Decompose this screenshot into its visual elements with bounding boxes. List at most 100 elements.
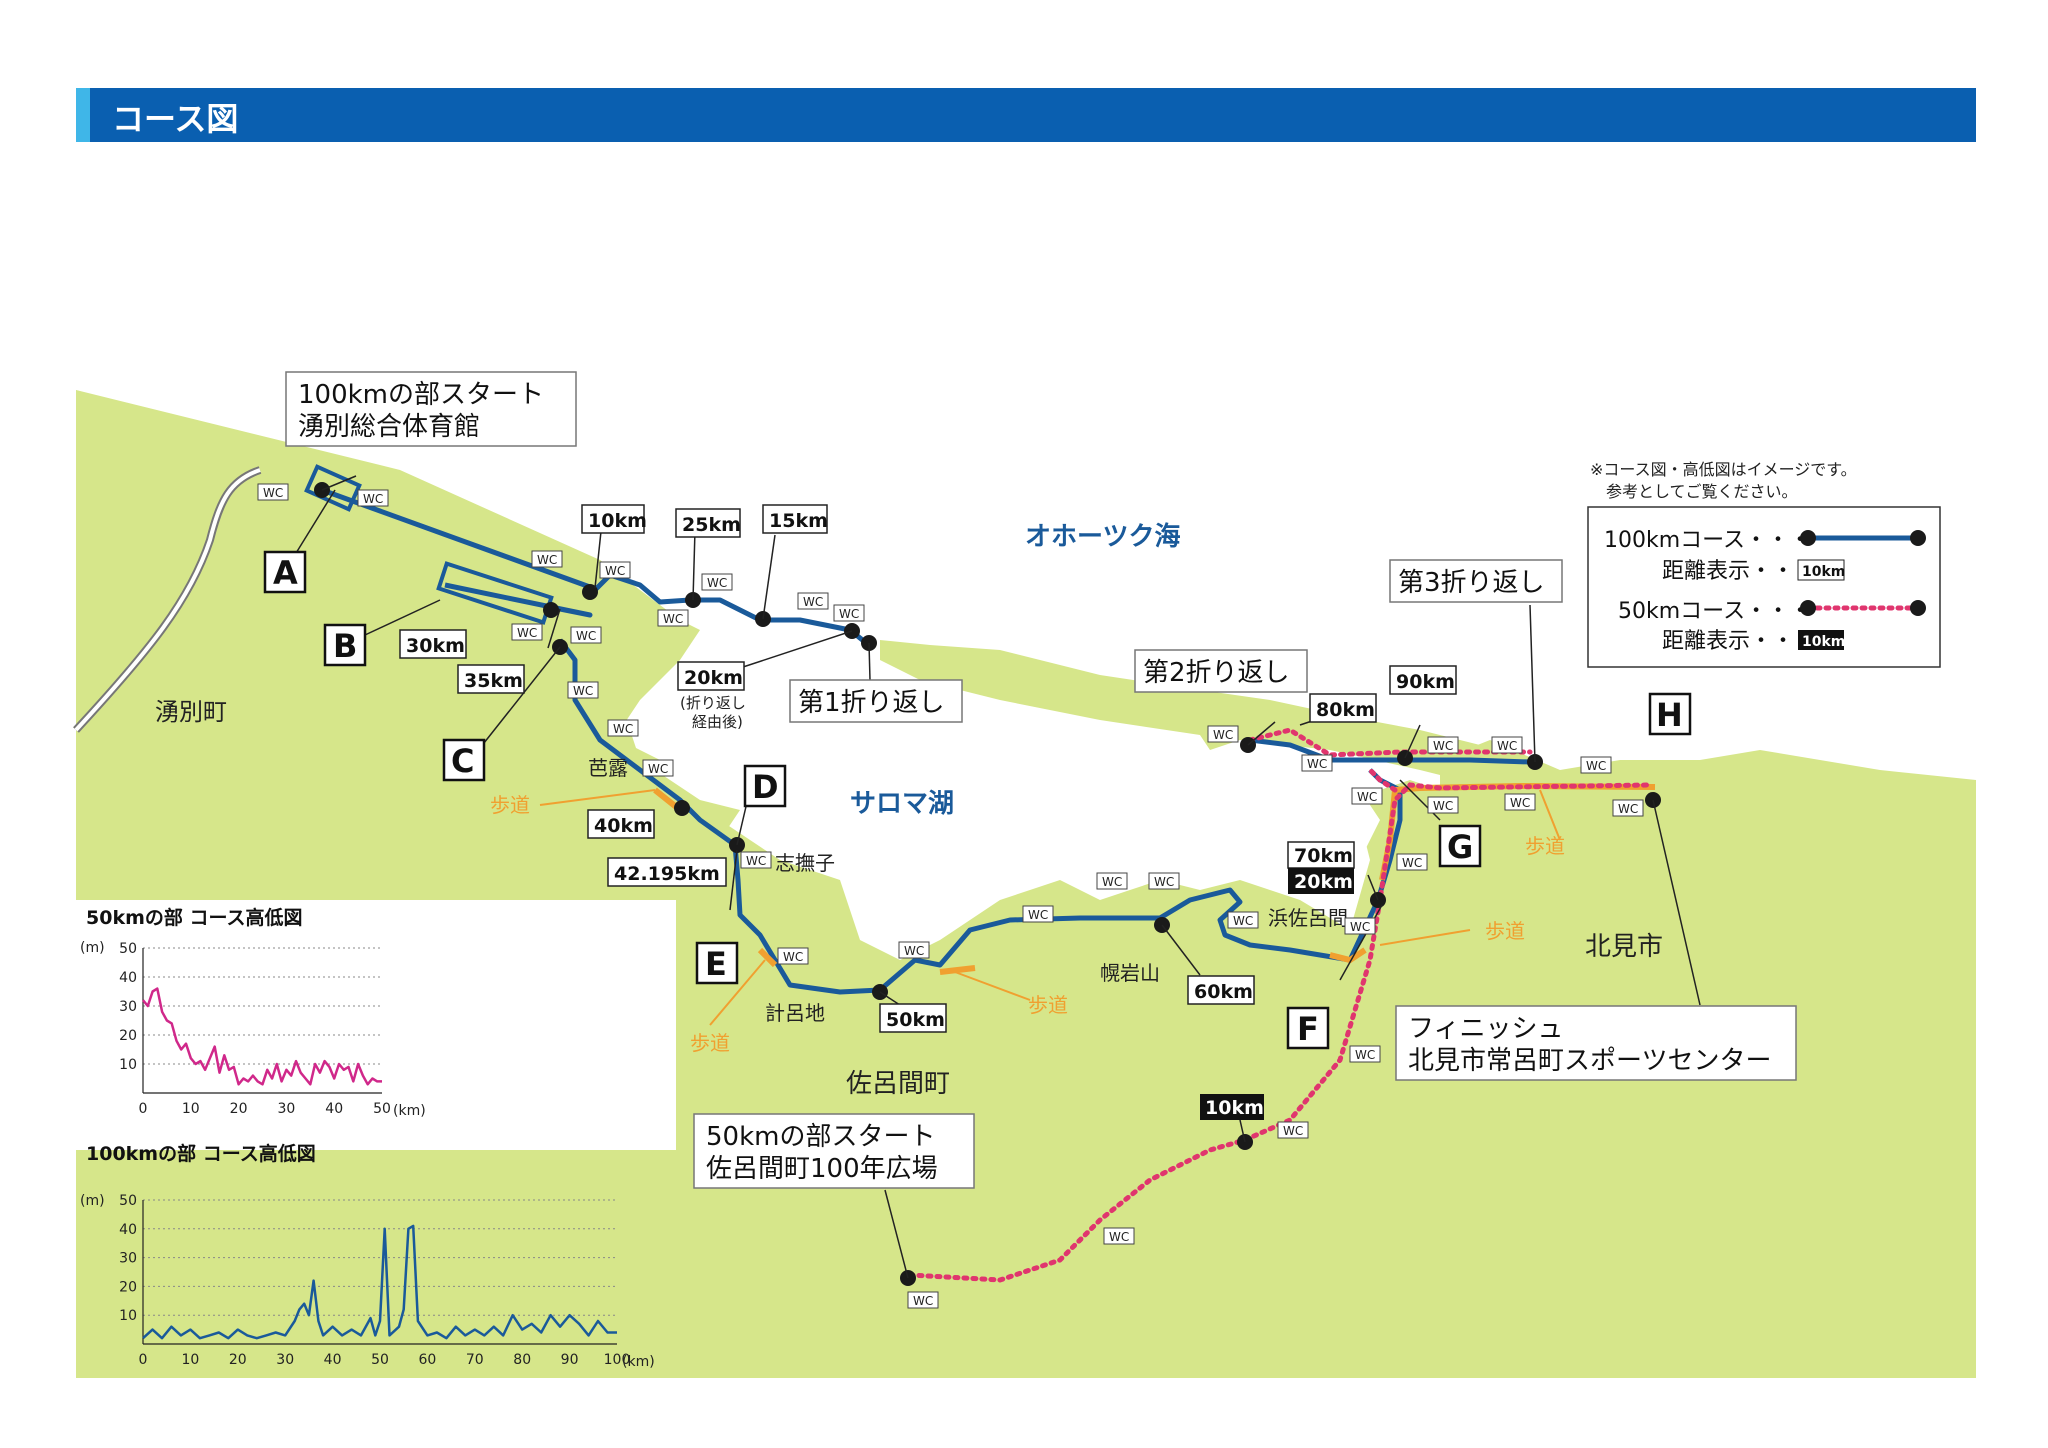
region-yubetsu: 湧別町 <box>155 698 227 726</box>
place-hamasaroma: 浜佐呂間 <box>1268 906 1348 930</box>
wc-marker: WC <box>1612 799 1644 817</box>
wc-marker: WC <box>907 1291 939 1309</box>
km20-note-1: (折り返し <box>680 694 746 712</box>
svg-text:10km: 10km <box>588 510 647 532</box>
km-marker-20: 20km <box>677 661 745 691</box>
svg-text:WC: WC <box>1618 802 1638 816</box>
y-tick-label: 50 <box>119 1193 137 1209</box>
svg-text:WC: WC <box>648 762 668 776</box>
km20-note-2: 経由後) <box>692 713 743 731</box>
svg-text:E: E <box>705 945 727 983</box>
svg-text:WC: WC <box>803 595 823 609</box>
wc-marker: WC <box>357 489 389 507</box>
x-tick-label: 50 <box>373 1101 391 1117</box>
letter-c: C <box>442 738 486 782</box>
svg-text:WC: WC <box>573 684 593 698</box>
legend-sample-50: 10km <box>1802 634 1845 650</box>
wc-marker: WC <box>1096 872 1128 890</box>
callout-finish: フィニッシュ 北見市常呂町スポーツセンター <box>1395 1005 1797 1081</box>
svg-text:WC: WC <box>1355 1048 1375 1062</box>
wc-marker: WC <box>701 573 733 591</box>
elevation-line <box>142 987 382 1086</box>
legend-sample-100: 10km <box>1802 564 1845 580</box>
chart-50-title: 50kmの部 コース高低図 <box>86 906 303 929</box>
course-100km <box>321 487 1531 995</box>
svg-text:60km: 60km <box>1194 981 1253 1003</box>
svg-text:WC: WC <box>1028 908 1048 922</box>
sidewalk-leaders <box>539 789 1561 1026</box>
x-tick-label: 90 <box>561 1352 579 1368</box>
callout-start-100: 100kmの部スタート 湧別総合体育館 <box>285 371 577 447</box>
legend-note-2: 参考としてご覧ください。 <box>1606 482 1798 501</box>
letter-d: D <box>743 764 787 808</box>
x-tick-label: 20 <box>230 1101 248 1117</box>
svg-text:20km: 20km <box>1294 871 1353 893</box>
wc-marker: WC <box>599 561 631 579</box>
svg-text:G: G <box>1447 828 1473 866</box>
wc-marker: WC <box>1227 911 1259 929</box>
km-marker-60: 60km <box>1187 975 1255 1005</box>
land-peninsula-keroji <box>780 880 840 960</box>
svg-text:佐呂間町100年広場: 佐呂間町100年広場 <box>706 1154 938 1184</box>
lake-label: サロマ湖 <box>850 789 954 819</box>
x-tick-label: 30 <box>277 1101 295 1117</box>
svg-text:WC: WC <box>904 944 924 958</box>
svg-text:WC: WC <box>537 553 557 567</box>
svg-text:WC: WC <box>605 564 625 578</box>
svg-text:WC: WC <box>1283 1124 1303 1138</box>
km-marker-42: 42.195km <box>607 857 727 887</box>
chart-50-ylabel: (m) <box>80 940 105 956</box>
wc-marker: WC <box>1148 872 1180 890</box>
svg-text:WC: WC <box>1497 739 1517 753</box>
elevation-line <box>142 1224 617 1340</box>
x-tick-label: 50 <box>371 1352 389 1368</box>
wc-marker: WC <box>607 719 639 737</box>
legend-course-50: 50kmコース・・・ <box>1618 599 1811 624</box>
x-tick-label: 30 <box>276 1352 294 1368</box>
x-tick-label: 70 <box>466 1352 484 1368</box>
svg-text:WC: WC <box>1433 739 1453 753</box>
wc-marker: WC <box>531 550 563 568</box>
x-tick-label: 60 <box>418 1352 436 1368</box>
svg-text:WC: WC <box>1307 757 1327 771</box>
chart-50-xlabel: (km) <box>393 1103 426 1119</box>
svg-text:B: B <box>333 627 357 665</box>
wc-marker: WC <box>657 609 689 627</box>
svg-text:WC: WC <box>1586 759 1606 773</box>
region-saroma-town: 佐呂間町 <box>846 1069 950 1099</box>
svg-text:湧別総合体育館: 湧別総合体育館 <box>298 412 480 442</box>
km-marker-40: 40km <box>587 809 655 839</box>
svg-text:90km: 90km <box>1396 671 1455 693</box>
wc-marker: WC <box>511 623 543 641</box>
km-marker-35: 35km <box>457 664 525 694</box>
y-tick-label: 10 <box>119 1057 137 1073</box>
svg-text:WC: WC <box>613 722 633 736</box>
legend-course-100: 100kmコース・・・ <box>1604 528 1811 553</box>
wc-marker: WC <box>570 626 602 644</box>
wc-marker: WC <box>833 604 865 622</box>
svg-text:25km: 25km <box>682 514 741 536</box>
svg-text:WC: WC <box>1109 1230 1129 1244</box>
km-markers: 10km 25km 15km 20km 30km 35km 40km 42.19… <box>399 504 1457 1033</box>
svg-text:WC: WC <box>363 492 383 506</box>
svg-text:WC: WC <box>663 612 683 626</box>
wc-marker: WC <box>1491 736 1523 754</box>
letter-h: H <box>1648 692 1692 736</box>
svg-text:WC: WC <box>1102 875 1122 889</box>
start-box-a <box>304 464 362 512</box>
wc-markers: WC WC WC WC WC WC WC WC WC WC WC WC WC W… <box>257 483 1644 1309</box>
y-tick-label: 40 <box>119 1222 137 1238</box>
land-peninsula-bashiro <box>560 640 740 840</box>
y-tick-label: 30 <box>119 1251 137 1267</box>
legend-note-1: ※コース図・高低図はイメージです。 <box>1590 460 1857 479</box>
svg-text:WC: WC <box>517 626 537 640</box>
wc-marker: WC <box>1301 754 1333 772</box>
x-tick-label: 10 <box>182 1101 200 1117</box>
wc-marker: WC <box>1427 736 1459 754</box>
legend: ※コース図・高低図はイメージです。 参考としてご覧ください。 100kmコース・… <box>1587 460 1941 668</box>
svg-text:WC: WC <box>783 950 803 964</box>
callout-start-50: 50kmの部スタート 佐呂間町100年広場 <box>693 1113 975 1189</box>
chart-100-xlabel: (km) <box>622 1354 655 1370</box>
